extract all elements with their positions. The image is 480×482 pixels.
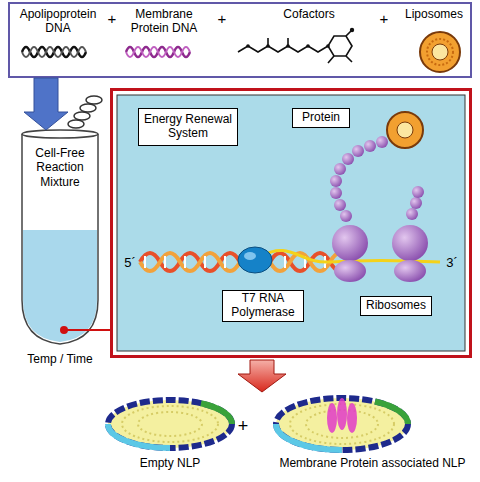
lipid-bilayer	[276, 398, 408, 450]
dna-strand	[22, 47, 86, 57]
process-box: T7 RNA Polymerase	[222, 290, 304, 322]
amino-bead	[406, 208, 418, 220]
amino-bead	[412, 186, 424, 198]
amino-bead	[334, 163, 346, 175]
reaction-liquid	[23, 230, 97, 342]
node-text: +	[104, 10, 120, 28]
coil-loop	[80, 104, 96, 112]
node-text: Ribosomes	[361, 297, 431, 315]
membrane-protein	[327, 398, 357, 433]
atom	[246, 44, 250, 48]
dna-rungs	[145, 256, 325, 268]
protein-chain	[330, 136, 424, 222]
rna-polymerase	[238, 247, 272, 273]
nanodisc: Empty NLP	[100, 392, 240, 480]
flow-arrow	[100, 329, 110, 331]
liposome	[397, 122, 413, 138]
rna-polymerase	[244, 252, 256, 260]
coil-loop	[74, 112, 90, 120]
protein-helix	[327, 403, 337, 433]
node-text: Cell-Free Reaction Mixture	[24, 146, 96, 189]
atom	[350, 28, 354, 32]
amino-bead	[334, 199, 346, 211]
node-text: Temp / Time	[6, 352, 114, 366]
lipid-texture	[138, 412, 202, 436]
liposome	[432, 44, 448, 60]
process-box: Ribosomes	[360, 296, 432, 316]
tube-wall	[22, 134, 98, 344]
zoom-line	[64, 329, 100, 331]
ribosome-large	[392, 225, 428, 261]
ribosome-large	[332, 225, 368, 261]
node-text: Protein	[293, 109, 349, 127]
dna-strand	[22, 47, 86, 57]
node-text: T7 RNA Polymerase	[223, 291, 303, 321]
zoom-panel	[117, 95, 465, 351]
node-text: Empty NLP	[100, 456, 240, 470]
tube-rim	[22, 130, 98, 138]
test-tube: Cell-Free Reaction MixtureTemp / Time	[20, 130, 100, 370]
node-text: Cofactors	[264, 7, 354, 21]
process-box: Energy Renewal System	[138, 108, 238, 146]
apolipoprotein-belt	[108, 424, 170, 448]
amino-bead	[330, 187, 342, 199]
amino-bead	[340, 210, 352, 222]
amino-bead	[410, 197, 422, 209]
ribosome-small	[394, 260, 426, 282]
liposome	[427, 39, 453, 65]
coil-loop	[68, 120, 84, 128]
dna-strand	[126, 47, 190, 57]
flow-arrow	[24, 78, 68, 130]
amino-bead	[376, 136, 388, 148]
lipid-texture	[122, 406, 218, 442]
node-text: Energy Renewal System	[139, 109, 237, 145]
zoom-box: 5´ 3´ Energy Renewal System Protein T7 RNA P…	[110, 88, 472, 358]
liposome	[387, 112, 423, 148]
protein-helix	[337, 398, 347, 430]
atom	[306, 44, 310, 48]
cofactor-molecule	[268, 30, 352, 63]
node-text: 5´	[122, 255, 138, 271]
amino-bead	[352, 145, 364, 157]
node-text: Liposomes	[399, 7, 469, 21]
nanodisc-outline	[262, 386, 475, 456]
node-text: 3´	[444, 255, 460, 271]
ribosome-small	[334, 260, 366, 282]
liposome	[420, 32, 460, 72]
coil	[68, 96, 102, 128]
nanodisc-outline	[100, 392, 240, 458]
atom	[326, 44, 330, 48]
protein-helix	[347, 403, 357, 433]
plus-label: +	[234, 416, 252, 438]
lipid-bilayer	[108, 400, 232, 448]
coil-loop	[86, 96, 102, 104]
node-text: Apolipoprotein DNA	[14, 7, 102, 36]
process-box: Protein	[292, 108, 350, 128]
dna-strand	[126, 47, 190, 57]
input-panel: Apolipoprotein DNA+Membrane Protein DNA+…	[8, 2, 472, 78]
apolipoprotein-belt	[201, 403, 232, 424]
atom	[266, 44, 270, 48]
amino-bead	[342, 153, 354, 165]
amino-bead	[330, 175, 342, 187]
nanodisc: Membrane Protein associated NLP	[262, 386, 475, 480]
node-text: +	[214, 10, 230, 28]
node-text: Membrane Protein associated NLP	[270, 456, 475, 470]
cofactor-molecule	[238, 46, 328, 52]
cofactor-molecule	[328, 36, 352, 56]
amino-bead	[364, 140, 376, 152]
apolipoprotein-belt	[375, 401, 408, 424]
atom	[286, 44, 290, 48]
zoom-dot	[60, 326, 68, 334]
node-text: Membrane Protein DNA	[122, 7, 206, 36]
process-arrow	[238, 360, 286, 392]
node-text: +	[376, 10, 392, 28]
cofactor-atoms	[246, 28, 354, 48]
